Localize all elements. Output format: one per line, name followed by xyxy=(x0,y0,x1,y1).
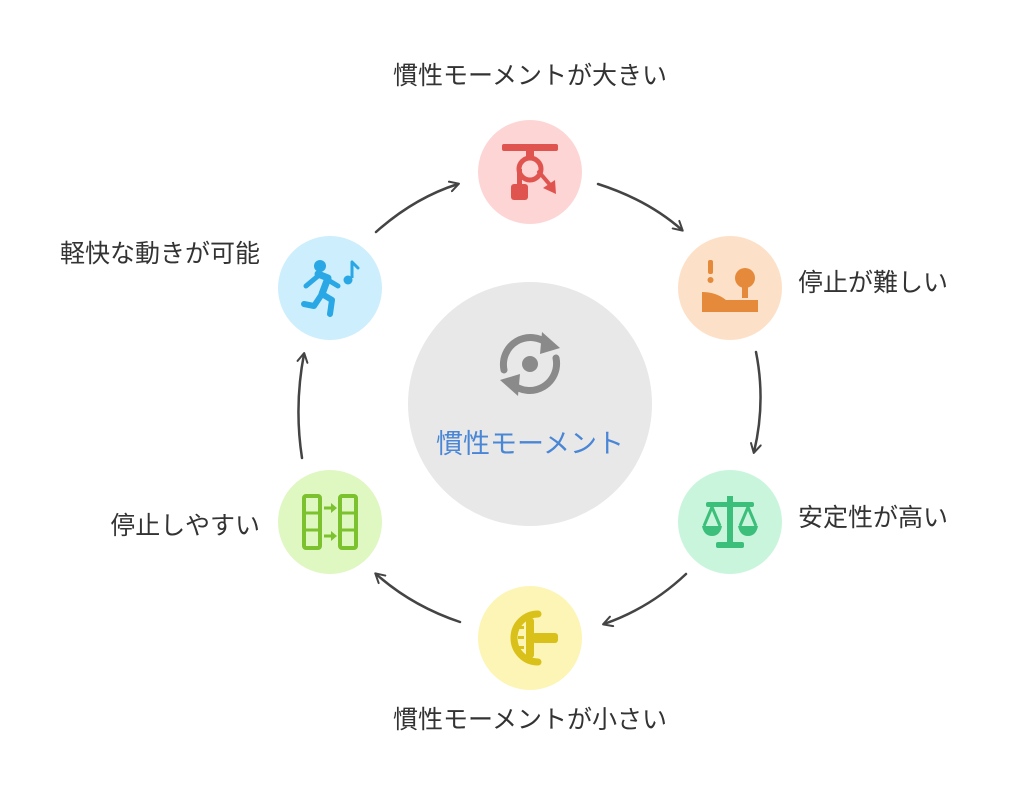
label-hard-to-stop: 停止が難しい xyxy=(798,268,949,297)
node-hard-to-stop xyxy=(678,236,782,340)
center-label: 慣性モーメント xyxy=(436,429,624,460)
arrow-5-to-6 xyxy=(296,352,309,460)
pulley-weight-icon xyxy=(502,144,558,200)
node-high-stability xyxy=(678,470,782,574)
node-large-inertia xyxy=(478,120,582,224)
arrow-1-to-2 xyxy=(596,182,684,232)
panel-arrows-icon xyxy=(302,494,358,550)
label-large-inertia: 慣性モーメントが大きい xyxy=(392,61,667,90)
label-high-stability: 安定性が高い xyxy=(798,503,949,532)
node-small-inertia xyxy=(478,586,582,690)
running-person-icon xyxy=(301,260,360,317)
center-circle: 慣性モーメント xyxy=(408,282,652,526)
node-easy-to-stop xyxy=(278,470,382,574)
label-small-inertia: 慣性モーメントが小さい xyxy=(392,705,667,734)
arrow-6-to-1 xyxy=(374,180,460,234)
arrow-2-to-3 xyxy=(750,350,762,454)
node-agile-motion xyxy=(278,236,382,340)
rotate-cycle-icon xyxy=(499,332,561,396)
arrow-3-to-4 xyxy=(602,572,688,628)
label-agile-motion: 軽快な動きが可能 xyxy=(59,239,260,268)
label-easy-to-stop: 停止しやすい xyxy=(110,511,260,540)
arrow-4-to-5 xyxy=(374,572,462,624)
balance-scale-icon xyxy=(702,496,758,548)
hub-wheel-icon xyxy=(510,610,558,666)
slope-warning-icon xyxy=(702,260,758,312)
